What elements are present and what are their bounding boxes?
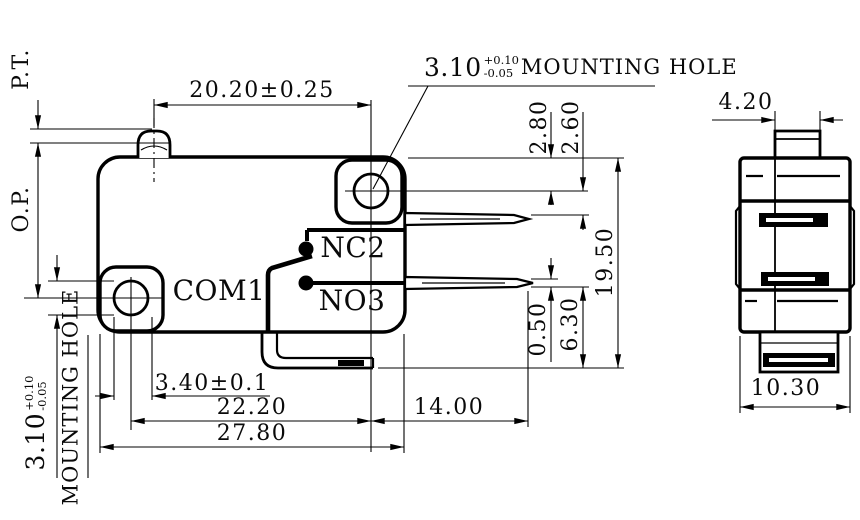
dim-overall-height: 19.50 <box>593 226 618 298</box>
front-view <box>96 118 534 370</box>
switch-body-outline <box>96 155 407 334</box>
nc-contact-dot <box>298 241 314 257</box>
com-terminal-label: COM1 <box>172 274 266 307</box>
com-lever <box>265 253 313 331</box>
dim-body-width: 27.80 <box>216 421 288 446</box>
dim-body-depth: 10.30 <box>750 376 822 401</box>
note-tolerance: +0.10 -0.05 <box>484 54 519 79</box>
dim-pin-span: 20.20±0.25 <box>189 78 335 103</box>
dim-button-width: 4.20 <box>718 90 774 115</box>
dim-hole-offset: 3.40±0.1 <box>154 371 270 396</box>
com-terminal-outer <box>260 332 373 370</box>
note-diameter: 3.10 <box>424 52 482 82</box>
side-terminal-slot-1-slit <box>766 218 813 222</box>
side-right-rib <box>849 205 856 290</box>
note-text: MOUNTING HOLE <box>520 54 738 79</box>
side-view <box>734 129 856 374</box>
dim-top-to-hole: 2.80 <box>527 99 552 155</box>
dim-terminal-length: 14.00 <box>413 395 485 420</box>
com-terminal-inner <box>275 332 373 360</box>
left-hole-dia-value: 3.10 <box>21 412 51 471</box>
com-terminal-foot <box>338 360 364 366</box>
mounting-hole-note: 3.10 +0.10 -0.05 MOUNTING HOLE <box>424 52 738 82</box>
side-base-bar-slit <box>769 358 828 362</box>
nc-terminal-label: NC2 <box>320 231 386 264</box>
side-terminal-slot-2-slit <box>768 277 815 281</box>
dimension-lines <box>24 85 851 478</box>
dim-terminal-drop: 6.30 <box>558 296 583 352</box>
note-tol-minus: -0.05 <box>483 66 514 80</box>
no-terminal-label: NO3 <box>318 284 386 317</box>
left-mounting-hole-label: MOUNTING HOLE <box>58 288 83 506</box>
dim-operating-position: O.P. <box>9 185 34 233</box>
side-body-outline <box>738 156 852 334</box>
left-hole-tol-minus: -0.05 <box>34 381 49 411</box>
dim-left-hole-dia: 3.10 +0.10 -0.05 <box>21 375 51 471</box>
no-contact-dot <box>298 275 314 291</box>
note-tol-plus: +0.10 <box>483 53 519 68</box>
dim-terminal-thickness: 0.50 <box>526 301 551 357</box>
left-hole-tol-plus: +0.10 <box>21 375 36 411</box>
dim-pretravel: P.T. <box>9 48 34 90</box>
dim-hole-to-terminal: 2.60 <box>559 99 584 155</box>
left-hole-tolerance: +0.10 -0.05 <box>21 375 49 411</box>
side-button-outline <box>773 129 822 158</box>
side-left-rib <box>734 205 741 290</box>
dim-hole-spacing: 22.20 <box>216 395 288 420</box>
contact-schematic <box>265 228 405 331</box>
note-leader <box>372 85 429 190</box>
